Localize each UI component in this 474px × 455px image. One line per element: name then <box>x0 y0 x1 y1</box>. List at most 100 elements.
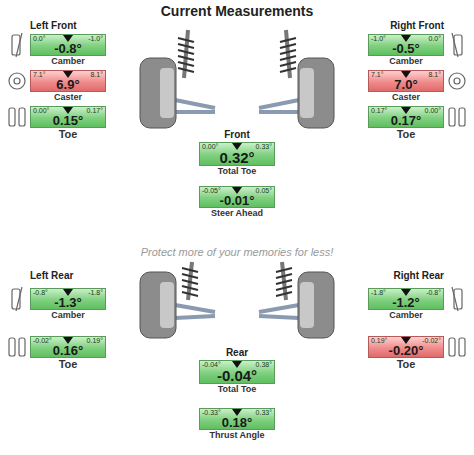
gauge-panel: -1.0° 0.0°-0.5°Camber <box>368 34 444 67</box>
measured-value: -1.3° <box>31 296 105 310</box>
pointer-arrow <box>401 107 411 114</box>
section-label: Left Front <box>30 20 77 32</box>
gauge-label: Caster <box>368 92 444 103</box>
gauge-label: Camber <box>30 310 106 321</box>
pointer-arrow <box>63 107 73 114</box>
range-max: 0.19° <box>87 337 103 345</box>
range-max: 0.17° <box>87 107 103 115</box>
gauge-bar: 0.00° 0.17°0.15° <box>30 106 106 128</box>
gauge-label: Toe <box>368 128 444 140</box>
range-min: 7.1° <box>371 71 384 79</box>
gauge-panel: 0.00° 0.17°0.15°Toe <box>30 106 106 140</box>
range-min: 0.00° <box>33 107 49 115</box>
range-min: 7.1° <box>33 71 46 79</box>
measured-value: -0.20° <box>369 344 443 358</box>
pointer-arrow <box>401 71 411 78</box>
gauge-bar: 0.0° -1.0°-0.8° <box>30 34 106 56</box>
gauge-panel: 0.00° 0.33°0.32°Total Toe <box>199 142 275 177</box>
range-min: -0.02° <box>33 337 52 345</box>
gauge-panel: 0.0° -1.0°-0.8°Camber <box>30 34 106 67</box>
range-max: 0.33° <box>256 143 272 151</box>
gauge-bar: -1.0° 0.0°-0.5° <box>368 34 444 56</box>
measured-value: 0.16° <box>31 344 105 358</box>
gauge-panel: -0.05° 0.05°-0.01°Steer Ahead <box>199 186 275 219</box>
gauge-bar: 0.19° -0.02°-0.20° <box>368 336 444 358</box>
range-max: 8.1° <box>428 71 441 79</box>
section-label: Right Rear <box>393 270 444 282</box>
measured-value: -1.2° <box>369 296 443 310</box>
range-max: 0.00° <box>425 107 441 115</box>
gauge-bar: -1.8° -0.8°-1.2° <box>368 288 444 310</box>
gauge-label: Total Toe <box>199 166 275 177</box>
section-label: Left Rear <box>30 270 73 282</box>
measured-value: 0.15° <box>31 114 105 128</box>
section-label: Right Front <box>390 20 444 32</box>
pointer-arrow <box>232 143 242 150</box>
gauge-panel: 0.19° -0.02°-0.20°Toe <box>368 336 444 370</box>
pointer-arrow <box>63 71 73 78</box>
gauge-bar: 7.1°8.1°6.9° <box>30 70 106 92</box>
pointer-arrow <box>401 35 411 42</box>
gauge-bar: 7.1° 8.1°7.0° <box>368 70 444 92</box>
range-max: -0.8° <box>426 289 441 297</box>
range-min: -1.8° <box>371 289 386 297</box>
range-min: 0.19° <box>371 337 387 345</box>
measured-value: -0.01° <box>200 194 274 208</box>
range-max: -0.02° <box>422 337 441 345</box>
range-min: 0.17° <box>371 107 387 115</box>
gauge-bar: -0.04°0.38°-0.04° <box>199 360 275 384</box>
gauge-panel: -0.8° -1.8°-1.3°Camber <box>30 288 106 321</box>
gauge-panel: 7.1° 8.1°7.0°Caster <box>368 70 444 103</box>
range-min: -0.05° <box>202 187 221 195</box>
gauge-label: Camber <box>368 310 444 321</box>
measured-value: 0.18° <box>200 416 274 430</box>
gauge-panel: 7.1°8.1°6.9°Caster <box>30 70 106 103</box>
range-min: -0.8° <box>33 289 48 297</box>
range-max: -1.0° <box>88 35 103 43</box>
section-label: Rear <box>226 347 248 359</box>
range-max: 0.0° <box>428 35 441 43</box>
gauge-label: Camber <box>368 56 444 67</box>
measured-value: -0.8° <box>31 42 105 56</box>
gauge-bar: -0.33°0.33°0.18° <box>199 408 275 430</box>
gauge-panel: -0.02° 0.19°0.16°Toe <box>30 336 106 370</box>
gauge-label: Camber <box>30 56 106 67</box>
section-label: Front <box>224 129 250 141</box>
watermark: Protect more of your memories for less! <box>141 246 334 258</box>
range-min: 0.0° <box>33 35 46 43</box>
measured-value: 7.0° <box>369 78 443 92</box>
gauge-label: Toe <box>368 358 444 370</box>
gauge-label: Steer Ahead <box>199 208 275 219</box>
range-max: -1.8° <box>88 289 103 297</box>
pointer-arrow <box>232 409 242 416</box>
gauge-panel: -0.04°0.38°-0.04°Total Toe <box>199 360 275 395</box>
measured-value: 0.17° <box>369 114 443 128</box>
pointer-arrow <box>232 187 242 194</box>
range-max: 0.33° <box>256 409 272 417</box>
gauge-label: Total Toe <box>199 384 275 395</box>
measured-value: 0.32° <box>200 150 274 166</box>
pointer-arrow <box>63 289 73 296</box>
gauge-panel: 0.17°0.00°0.17°Toe <box>368 106 444 140</box>
range-min: -1.0° <box>371 35 386 43</box>
report-title: Current Measurements <box>161 3 314 20</box>
gauge-label: Toe <box>30 128 106 140</box>
gauge-bar: 0.17°0.00°0.17° <box>368 106 444 128</box>
gauge-bar: -0.8° -1.8°-1.3° <box>30 288 106 310</box>
gauge-panel: -0.33°0.33°0.18°Thrust Angle <box>199 408 275 441</box>
gauge-panel: -1.8° -0.8°-1.2°Camber <box>368 288 444 321</box>
pointer-arrow <box>401 289 411 296</box>
pointer-arrow <box>232 361 242 368</box>
gauge-label: Toe <box>30 358 106 370</box>
pointer-arrow <box>63 337 73 344</box>
measured-value: -0.04° <box>200 368 274 384</box>
gauge-label: Caster <box>30 92 106 103</box>
range-max: 0.38° <box>256 361 272 369</box>
measured-value: -0.5° <box>369 42 443 56</box>
range-min: 0.00° <box>202 143 218 151</box>
pointer-arrow <box>63 35 73 42</box>
range-max: 0.05° <box>256 187 272 195</box>
gauge-bar: -0.02° 0.19°0.16° <box>30 336 106 358</box>
gauge-bar: -0.05° 0.05°-0.01° <box>199 186 275 208</box>
